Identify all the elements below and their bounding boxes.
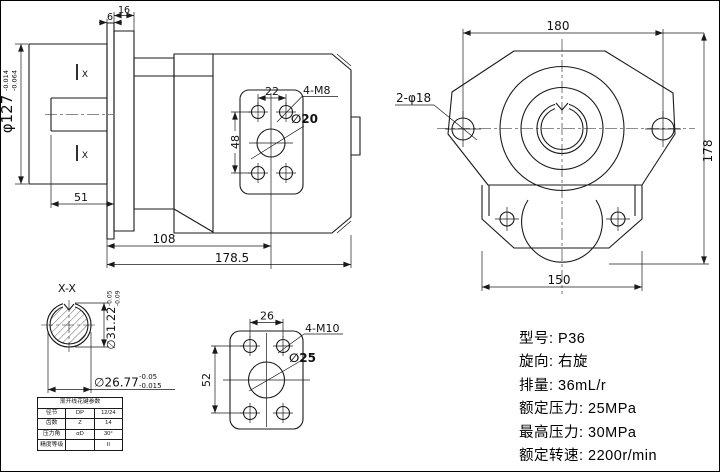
dim-51: 51 [74,191,88,204]
dim-phi31-22: ∅31.22 -0.05 -0.09 [104,290,122,349]
label-2-phi18: 2-φ18 [396,91,431,105]
dim-22: 22 [265,85,279,98]
spline-row-symbol: Z [65,418,95,430]
label-dia20: ∅20 [291,112,318,126]
spec-line-rated-pressure: 额定压力: 25MPa [519,401,637,418]
dim-phi31-22-tol-upper: -0.05 [107,290,114,306]
dim-phi127-tol-lower: -0.064 [11,70,19,91]
dim-16: 16 [118,5,130,16]
dim-48: 48 [229,135,242,149]
label-4-m10: 4-M10 [305,322,339,335]
dim-6: 6 [107,12,113,23]
section-mark-top: X [82,70,88,80]
port-face-view: 26 52 4-M10 ∅25 [200,310,343,430]
dim-178: 178 [701,140,715,163]
port-flange-holes [240,336,293,423]
dim-180: 180 [547,19,570,33]
mounting-plate-thick [113,30,135,232]
spline-row-name: 齿数 [36,418,67,430]
dim-phi26-77-tol-upper: -0.05 [139,373,157,381]
spline-row-value: 12/24 [93,407,124,420]
svg-text:φ127: φ127 [1,95,16,134]
side-port-holes [248,102,296,183]
svg-text:∅31.22: ∅31.22 [104,307,118,350]
pump-rear-body-outline [28,43,108,185]
section-mark-bottom: X [82,151,88,161]
spline-row-symbol: DP [65,407,95,420]
section-view-x-x: X-X ∅31.22 -0.05 -0.09 ∅26.77 -0.05 -0.0… [41,282,175,393]
dim-phi127-tol-upper: -0.014 [2,70,10,91]
pump-main-body [173,53,352,234]
spline-row-name: 精度等级 [36,439,67,451]
mounting-plate-thin [106,22,115,240]
dim-phi26-77-tol-lower: -0.015 [139,382,162,390]
dim-26: 26 [260,310,274,323]
spec-line-model: 型号: P36 [519,331,586,347]
spline-row-value: II [93,439,124,451]
rear-boss [351,116,361,156]
side-view: X X 22 48 [1,5,361,269]
label-4-m8: 4-M8 [303,84,330,97]
spec-line-max-pressure: 最高压力: 30MPa [519,424,637,441]
spline-parameter-table: 渐开线花键参数 径节 DP 12/24 齿数 Z 14 压力角 αD 30° 精… [36,397,124,451]
spline-row-value: 14 [93,418,124,430]
bottom-bracket [481,185,643,249]
dim-108: 108 [153,232,176,246]
spec-line-displacement: 排量: 36mL/r [519,377,607,394]
spline-row-value: 30° [93,428,124,441]
spline-row-name: 压力角 [36,428,67,441]
dim-178-5: 178.5 [215,251,249,265]
bearing-housing [133,57,175,210]
spline-row-name: 径节 [36,407,67,420]
spline-table-title: 渐开线花键参数 [37,397,123,409]
spec-line-rotation: 旋向: 右旋 [519,354,589,371]
side-port-face [239,89,304,195]
front-flange-outline [447,50,676,186]
spec-line-rated-speed: 额定转速: 2200r/min [519,448,658,465]
dim-phi127: φ127 -0.014 -0.064 [1,70,19,133]
spec-list: 型号: P36 旋向: 右旋 排量: 36mL/r 额定压力: 25MPa 最高… [519,328,715,468]
spline-row-symbol [65,439,95,451]
bracket-holes [495,207,630,231]
front-view: 180 178 150 2-φ18 [395,19,715,294]
dim-phi31-22-tol-lower: -0.09 [115,290,122,306]
section-title: X-X [58,282,76,295]
spline-row-symbol: αD [65,428,95,441]
label-dia25: ∅25 [289,351,316,365]
dim-52: 52 [200,373,213,387]
dim-phi26-77: ∅26.77 [94,376,139,390]
dim-150: 150 [548,273,571,287]
front-mounting-holes [445,111,681,147]
lower-housing-arc [521,199,603,263]
